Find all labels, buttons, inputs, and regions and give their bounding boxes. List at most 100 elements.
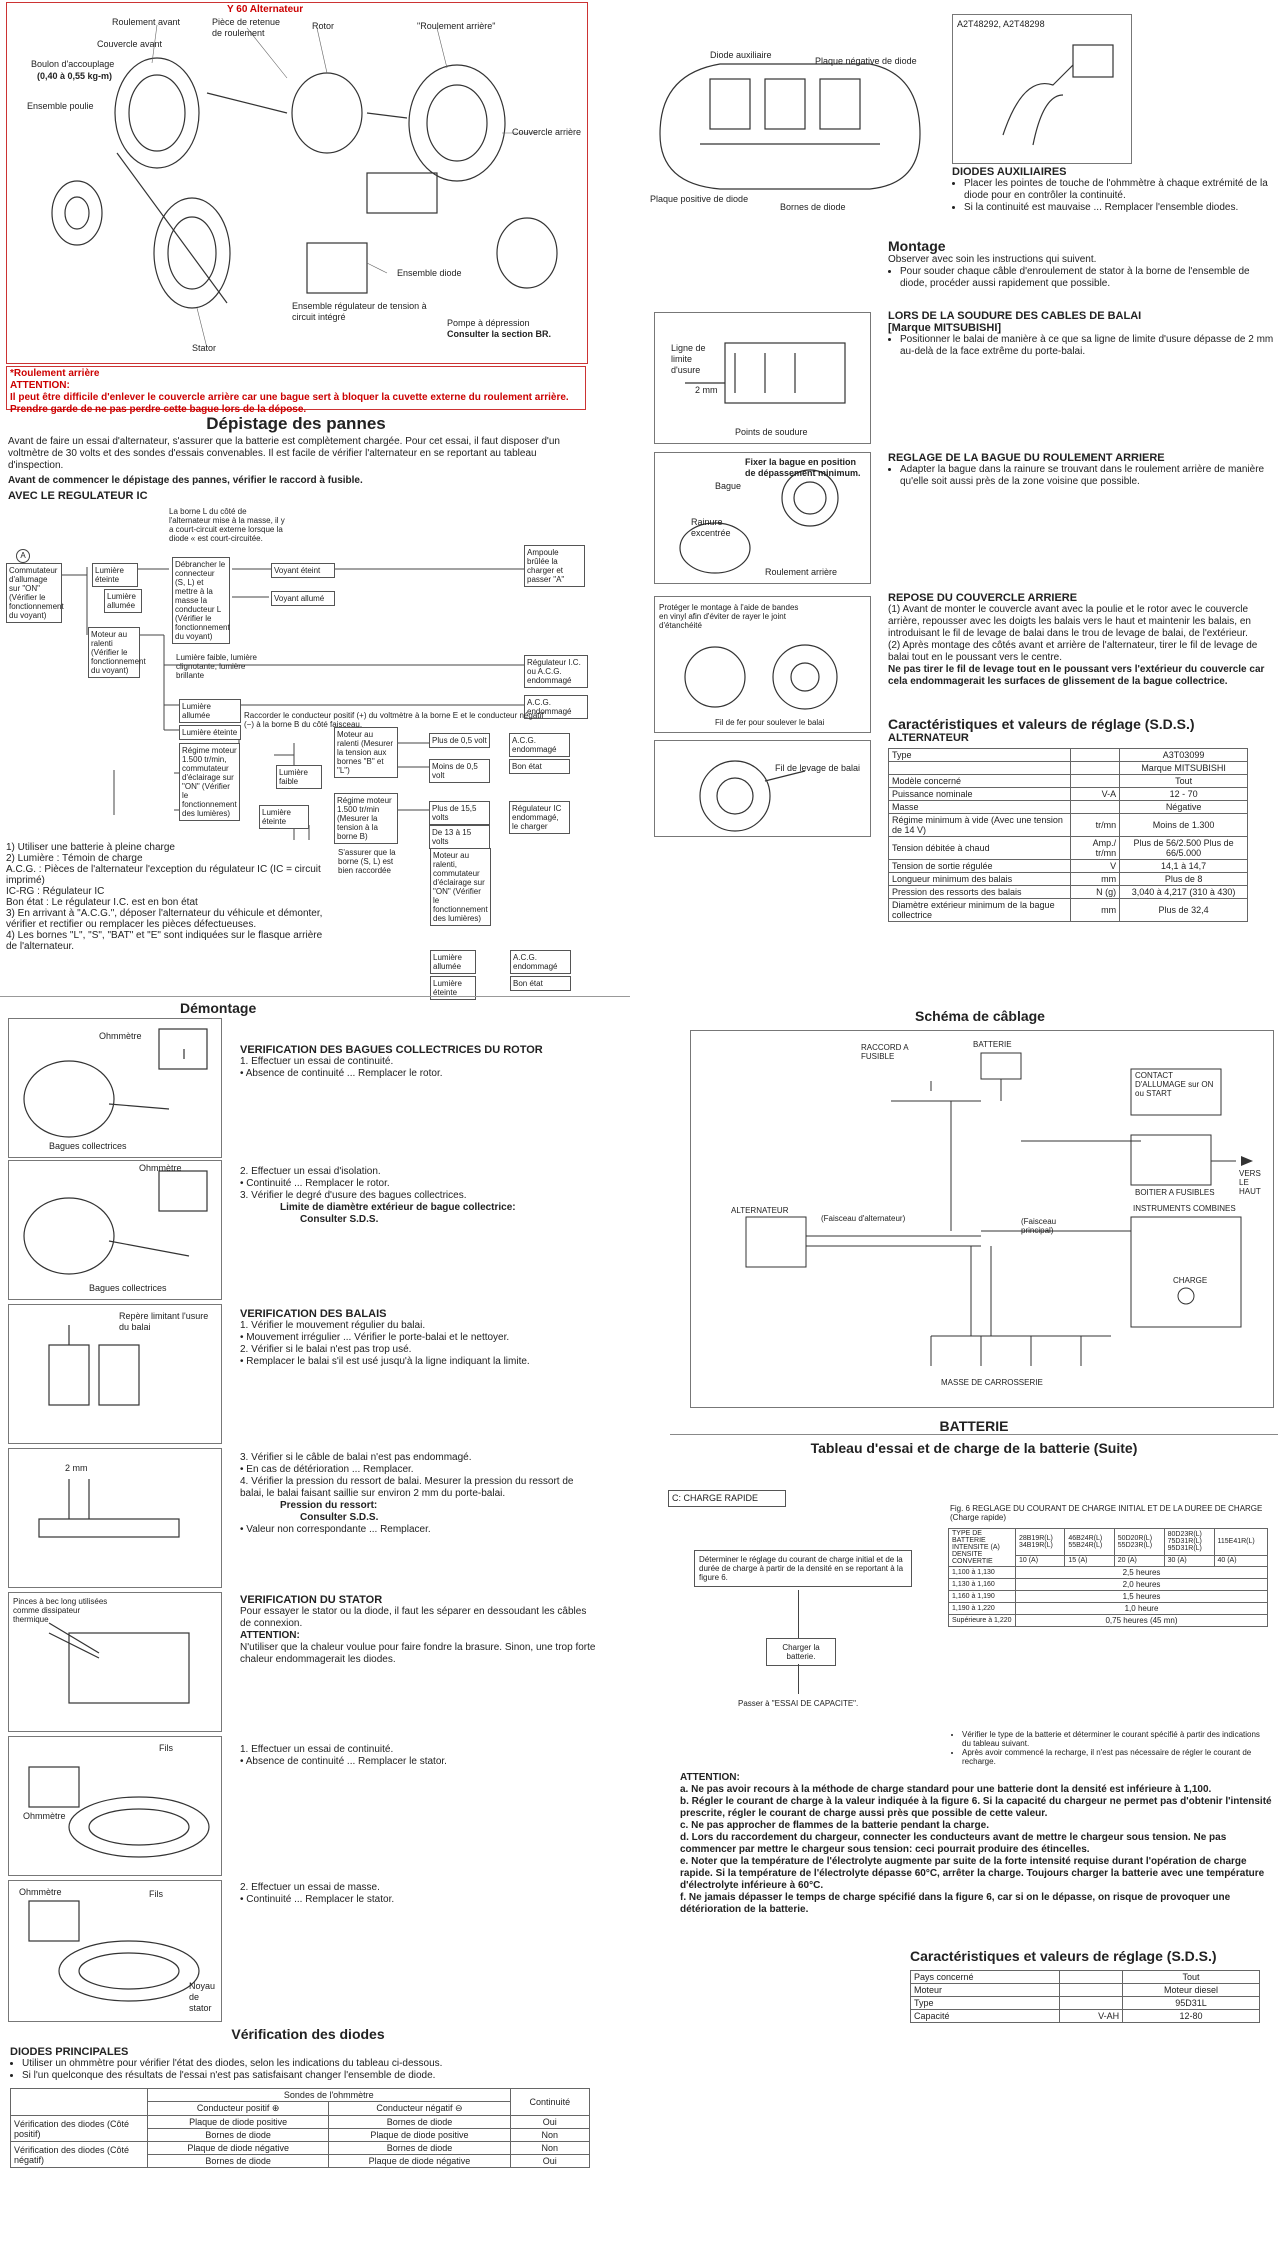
fig6-col: 75D31R(L) [1167,1538,1202,1546]
stator-continuity-drawing [28,1766,210,1858]
charge-flow-line2 [798,1664,799,1694]
flow-moteur-ralenti2: Moteur au ralenti (Mesurer la tension au… [334,727,398,778]
diodes-cell: Plaque de diode positive [328,2128,511,2142]
schema-label: CONTACT D'ALLUMAGE sur ON ou START [1135,1071,1214,1098]
stator-att: ATTENTION: [240,1630,300,1641]
flow-lum-eteinte2: Lumière éteinte [179,725,241,740]
flow-lum-allumee3: Lumière allumée [430,950,476,974]
batterie-att-item: a. Ne pas avoir recours à la méthode de … [680,1784,1212,1795]
flow-voyant-allume: Voyant allumé [271,591,335,606]
balais-section: VERIFICATION DES BALAIS 1. Vérifier le m… [240,1308,600,1368]
diodes-item: Si l'un quelconque des résultats de l'es… [22,2070,610,2082]
balais-item: 1. Vérifier le mouvement régulier du bal… [240,1320,426,1331]
flow-ampoule: Ampoule brûlée la charger et passer "A" [524,545,585,587]
rotor2-bold2: Consulter S.D.S. [300,1214,379,1225]
diodes-table: Sondes de l'ohmmètre Continuité Conducte… [10,2088,591,2168]
stator-ground-drawing [28,1900,200,2002]
rotor2-bold: Limite de diamètre extérieur de bague co… [280,1202,516,1213]
sds-bat-cell: Capacité [909,2009,1061,2023]
sds-alt-cell: Plus de 56/2.500 Plus de 66/5.000 [1119,836,1248,860]
schema-label: VERS LE HAUT [1239,1169,1261,1196]
balais2-last: • Valeur non correspondante ... Remplace… [240,1524,431,1535]
soudure-label-1: 2 mm [695,385,718,395]
fil-levage-figure: Fil de levage de balai [654,740,871,837]
sds-alt-cell: Masse [887,800,1072,814]
brush-spring-drawing [38,1479,180,1538]
repose-item: (1) Avant de monter le couvercle avant a… [888,604,1251,639]
reglage-title: REGLAGE DE LA BAGUE DU ROULEMENT ARRIERE [888,452,1165,464]
soudure-sub: [Marque MITSUBISHI] [888,322,1002,334]
wiring-diagram-drawing [745,1052,1253,1366]
flow-bon-etat: Bon état [509,759,570,774]
stator1-section: 1. Effectuer un essai de continuité. • A… [240,1744,600,1768]
depistage-note: Bon état : Le régulateur I.C. est en bon… [6,897,198,908]
sds-alt-cell: Plus de 8 [1119,872,1248,886]
depistage-note: 2) Lumière : Témoin de charge [6,853,143,864]
diode-label-3: Bornes de diode [780,202,846,212]
flow-plus155: Plus de 15,5 volts [429,801,490,825]
batterie-att-title: ATTENTION: [680,1772,740,1783]
diodes-cell: Bornes de diode [146,2128,330,2142]
brush-spring-figure: 2 mm [8,1448,222,1588]
flow-moteur-ralenti3: Moteur au ralenti, commutateur d'éclaira… [430,848,491,926]
sds-alt-cell [1070,748,1121,762]
flow-voyant-eteint: Voyant éteint [271,563,335,578]
stator-continuity-figure: Fils Ohmmètre [8,1736,222,1876]
montage-item: Pour souder chaque câble d'enroulement d… [900,266,1278,290]
depistage-note: 4) Les bornes "L", "S", "BAT" et "E" son… [6,930,323,952]
fig6-amp: 10 (A) [1014,1554,1066,1568]
rotor-continuity-drawing [23,1028,208,1138]
sds-alternateur-section: Caractéristiques et valeurs de réglage (… [887,716,1278,922]
montage-title: Montage [888,238,946,254]
sds-alt-cell: mm [1070,898,1121,922]
diodes-aux-section: DIODES AUXILIAIRES Placer les pointes de… [952,166,1278,214]
sds-alt-cell: Régime minimum à vide (Avec une tension … [887,813,1072,837]
balais-item: • Remplacer le balai s'il est usé jusqu'… [240,1356,530,1367]
reglage-section: REGLAGE DE LA BAGUE DU ROULEMENT ARRIERE… [888,452,1278,488]
warning-box: *Roulement arrière ATTENTION: Il peut êt… [6,366,586,415]
stator2-item: • Continuité ... Remplacer le stator. [240,1894,395,1905]
sds-bat-cell [1059,1996,1124,2010]
warning-text: Il peut être difficile d'enlever le couv… [10,392,569,415]
flow-acg3: A.C.G. endommagé [510,950,571,974]
flow-acg2: A.C.G. endommagé [509,733,570,757]
montage-section: Montage Observer avec soin les instructi… [888,238,1278,290]
ev-label-2: Rotor [312,21,335,31]
bague-label-2: Rainure excentrée [691,517,731,538]
diodes-aux-item: Placer les pointes de touche de l'ohmmèt… [964,178,1278,202]
fig6-head-dens: DENSITE CONVERTIE [952,1551,993,1565]
repose-title: REPOSE DU COUVERCLE ARRIERE [888,592,1078,604]
soudure-drawing [685,342,846,404]
rotor-continuity-figure: Ohmmètre Bagues collectrices [8,1018,222,1158]
bague-label-1: Bague [715,481,742,491]
flow-start-circle: A [16,549,30,563]
soudure-section: LORS DE LA SOUDURE DES CABLES DE BALAI [… [888,310,1278,358]
flow-lum-eteinte: Lumière éteinte [92,563,138,587]
batterie-att-item: c. Ne pas approcher de flammes de la bat… [680,1820,989,1831]
fig6-col: 55B24R(L) [1068,1541,1103,1549]
balais-item: • Mouvement irrégulier ... Vérifier le p… [240,1332,510,1343]
repose-label-0: Protéger le montage à l'aide de bandes e… [659,603,799,630]
sds-batterie-section: Caractéristiques et valeurs de réglage (… [909,1948,1270,2023]
sds-alt-cell: 14,1 à 14,7 [1119,859,1248,873]
reglage-item: Adapter la bague dans la rainure se trou… [900,464,1278,488]
sds-alt-title: Caractéristiques et valeurs de réglage (… [888,716,1195,732]
depistage-title: Dépistage des pannes [206,414,386,433]
diodes-row-label: Vérification des diodes (Côté positif) [10,2115,148,2142]
horizontal-divider [0,996,630,997]
sds-alt-cell: N (g) [1070,885,1121,899]
charge-flow-3: Passer à "ESSAI DE CAPACITE". [738,1699,859,1708]
stator-section: VERIFICATION DU STATOR Pour essayer le s… [240,1594,600,1666]
montage-intro: Observer avec soin les instructions qui … [888,254,1097,265]
diodes-cell: Bornes de diode [146,2154,330,2168]
schema-label: INSTRUMENTS COMBINES [1133,1204,1236,1213]
diodes-row-label: Vérification des diodes (Côté négatif) [10,2141,148,2168]
rotor2-section: 2. Effectuer un essai d'isolation. • Con… [240,1166,600,1226]
ev-label-12: Consulter la section BR. [447,329,552,339]
soudure-item: Positionner le balai de manière à ce que… [900,334,1278,358]
fig-label: 2 mm [65,1463,88,1473]
